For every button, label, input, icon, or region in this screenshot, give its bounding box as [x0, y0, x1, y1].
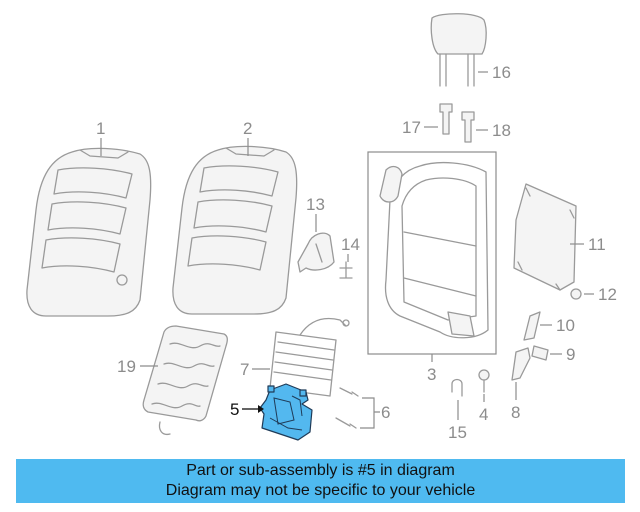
callout-13: 13 — [306, 195, 325, 232]
part-16-headrest — [430, 13, 487, 87]
notice-line-disclaimer: Diagram may not be specific to your vehi… — [165, 482, 476, 499]
callout-6: 6 — [381, 403, 390, 422]
callout-14: 14 — [341, 235, 360, 262]
callout-5: 5 — [230, 400, 264, 419]
notice-line-part: Part or sub-assembly is #5 in diagram — [186, 462, 455, 479]
svg-text:10: 10 — [556, 316, 575, 335]
callout-1: 1 — [96, 119, 105, 156]
callout-18: 18 — [476, 121, 511, 140]
callout-9: 9 — [550, 345, 575, 364]
part-4-bolt — [478, 369, 490, 393]
callout-19: 19 — [117, 357, 158, 376]
svg-text:15: 15 — [448, 423, 467, 442]
svg-text:14: 14 — [341, 235, 360, 254]
part-2-seat-back-cushion — [172, 145, 298, 315]
callout-2: 2 — [243, 119, 252, 156]
part-14-screw — [339, 261, 353, 279]
part-10-trim — [523, 311, 541, 341]
part-17-headrest-guide — [439, 103, 453, 135]
part-11-back-panel — [513, 183, 577, 291]
svg-text:1: 1 — [96, 119, 105, 138]
svg-text:4: 4 — [479, 405, 488, 424]
svg-text:2: 2 — [243, 119, 252, 138]
part-9-clip — [531, 345, 549, 361]
diagram-notice-banner: Part or sub-assembly is #5 in diagram Di… — [16, 459, 625, 503]
svg-text:19: 19 — [117, 357, 136, 376]
callout-15: 15 — [448, 400, 467, 442]
svg-text:7: 7 — [240, 360, 249, 379]
part-6-cable — [335, 387, 380, 429]
callout-11: 11 — [570, 235, 606, 254]
callout-12: 12 — [584, 285, 617, 304]
callout-3: 3 — [427, 354, 436, 384]
part-8-lever — [511, 347, 531, 381]
svg-text:11: 11 — [588, 235, 606, 254]
svg-text:12: 12 — [598, 285, 617, 304]
svg-text:5: 5 — [230, 400, 239, 419]
part-19-seat-heater — [142, 325, 228, 436]
callout-4: 4 — [479, 394, 488, 424]
part-1-seat-back-cushion — [26, 147, 152, 317]
svg-text:6: 6 — [381, 403, 390, 422]
callout-7: 7 — [240, 360, 270, 379]
part-3-seat-back-frame — [367, 151, 497, 355]
callout-10: 10 — [540, 316, 575, 335]
svg-text:13: 13 — [306, 195, 325, 214]
callout-8: 8 — [511, 382, 520, 422]
part-12-grommet — [570, 288, 582, 300]
svg-text:8: 8 — [511, 403, 520, 422]
callout-17: 17 — [402, 118, 438, 137]
svg-text:16: 16 — [492, 63, 511, 82]
part-15-hook — [451, 378, 463, 397]
svg-text:9: 9 — [566, 345, 575, 364]
svg-text:18: 18 — [492, 121, 511, 140]
svg-text:3: 3 — [427, 365, 436, 384]
part-13-clip — [297, 232, 335, 273]
svg-text:17: 17 — [402, 118, 421, 137]
part-18-headrest-guide — [461, 111, 475, 143]
part-5-highlighted-module — [259, 383, 313, 441]
callout-16: 16 — [478, 63, 511, 82]
seat-parts-diagram: 1 2 13 14 3 — [26, 13, 617, 442]
part-7-lumbar-support — [269, 317, 350, 397]
